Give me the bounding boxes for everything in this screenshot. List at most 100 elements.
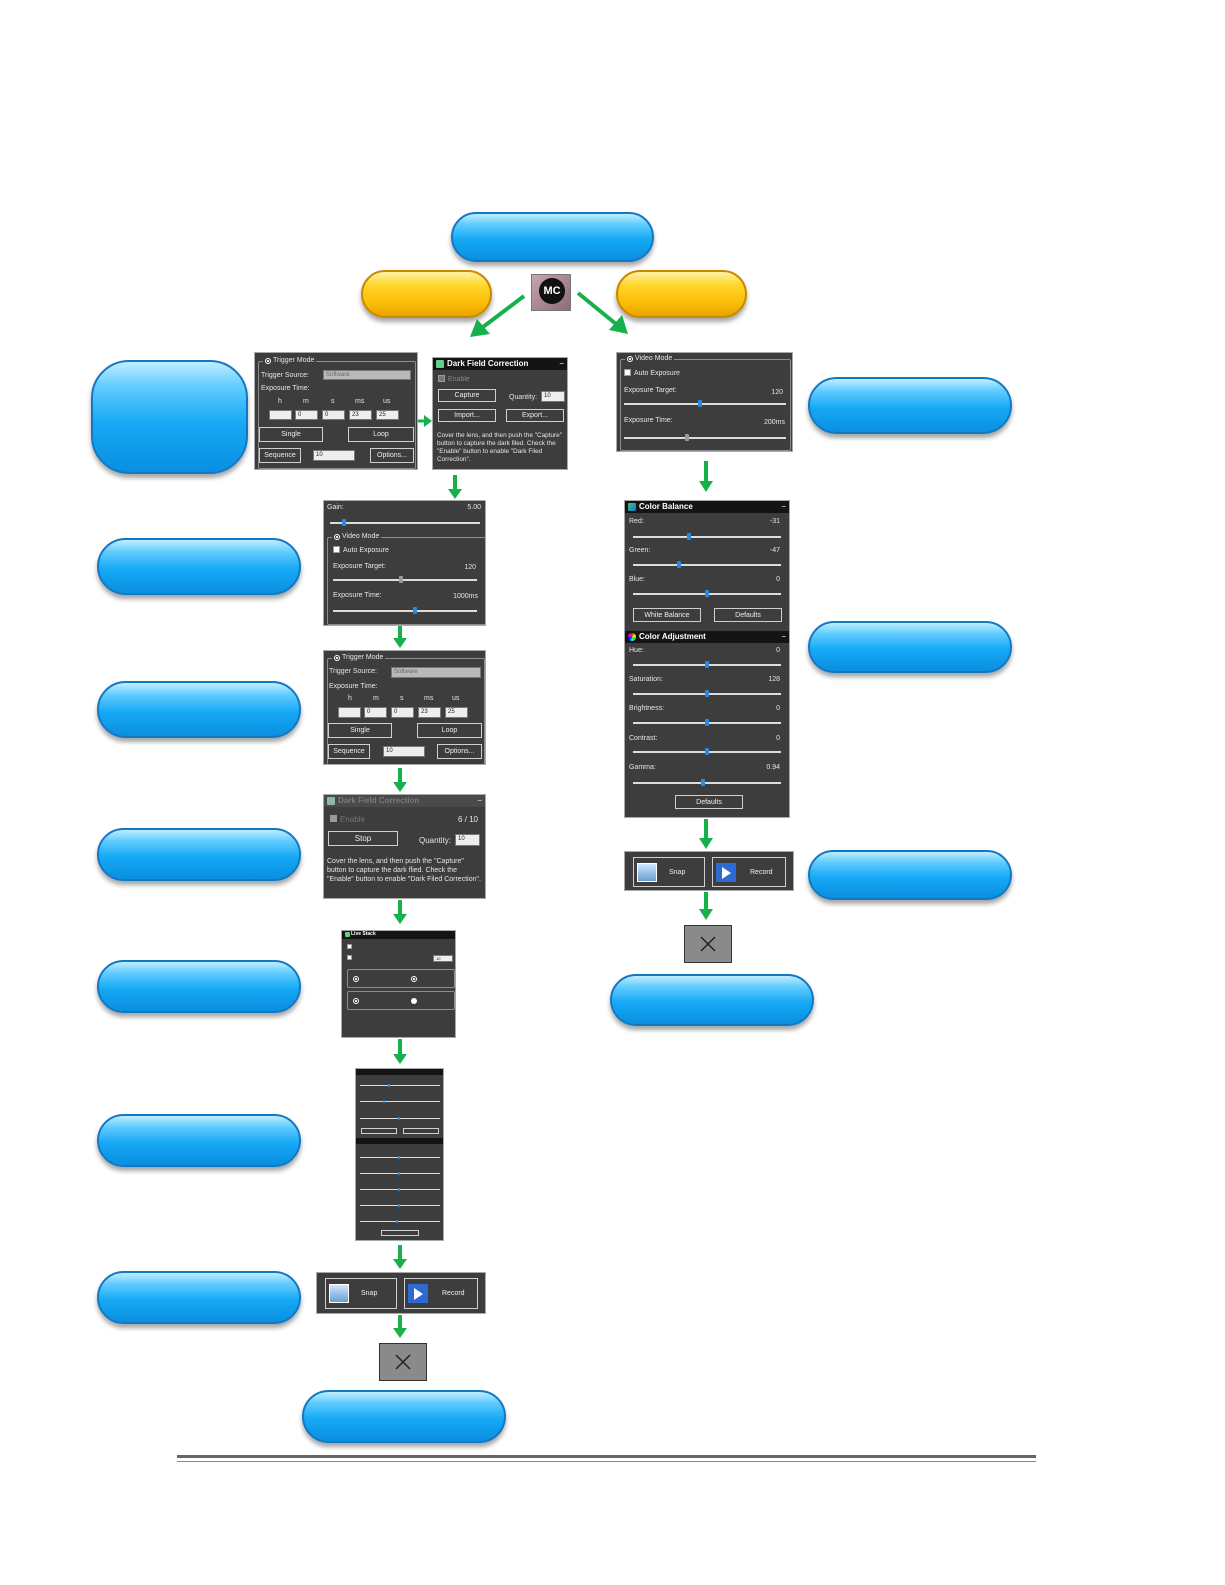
seconds-field-2[interactable]: 0 — [391, 707, 414, 718]
quantity-field[interactable]: 10 — [541, 391, 565, 402]
small-slider-5[interactable] — [360, 1172, 440, 1175]
options-button-2[interactable]: Options... — [437, 744, 482, 759]
brightness-slider[interactable] — [633, 719, 781, 726]
right-video-mode-radio[interactable] — [627, 355, 633, 362]
small-slider-4[interactable] — [360, 1156, 440, 1159]
small-slider-8[interactable] — [360, 1220, 440, 1223]
gain-slider[interactable] — [330, 519, 480, 526]
small-slider-7-thumb[interactable] — [398, 1204, 400, 1207]
hue-slider[interactable] — [633, 661, 781, 668]
saturation-slider-thumb[interactable] — [705, 690, 709, 697]
trigger-mode-radio[interactable] — [265, 357, 271, 364]
live-stack-radio-2[interactable] — [411, 976, 417, 982]
small-slider-1[interactable] — [360, 1084, 440, 1087]
gamma-slider-thumb[interactable] — [700, 779, 705, 786]
ms-field[interactable]: 23 — [349, 410, 372, 420]
single-button-2[interactable]: Single — [328, 723, 392, 738]
import-button[interactable]: Import... — [438, 409, 496, 422]
single-button[interactable]: Single — [259, 427, 323, 442]
small-slider-6[interactable] — [360, 1188, 440, 1191]
live-stack-option-checkbox[interactable] — [347, 955, 352, 960]
app-icon[interactable]: MC — [531, 274, 571, 311]
auto-exposure-checkbox[interactable] — [333, 546, 340, 553]
collapse-icon-2[interactable]: – — [477, 796, 482, 805]
snap-button-right[interactable]: Snap — [633, 857, 705, 887]
live-stack-enable-checkbox[interactable] — [347, 944, 352, 949]
enable-checkbox[interactable] — [438, 375, 445, 382]
minutes-field[interactable]: 0 — [295, 410, 318, 420]
hue-slider-thumb[interactable] — [705, 661, 709, 668]
white-balance-button[interactable]: White Balance — [633, 608, 701, 622]
hours-field-2[interactable] — [338, 707, 361, 718]
defaults-button[interactable]: Defaults — [714, 608, 782, 622]
us-field-2[interactable]: 25 — [445, 707, 468, 718]
small-slider-8-thumb[interactable] — [395, 1220, 398, 1223]
right-exposure-target-thumb[interactable] — [698, 400, 703, 407]
export-button[interactable]: Export... — [506, 409, 564, 422]
green-slider[interactable] — [633, 561, 781, 568]
contrast-slider-thumb[interactable] — [705, 748, 709, 755]
live-stack-radio-1[interactable] — [353, 976, 359, 982]
exposure-target-slider[interactable] — [333, 576, 477, 583]
trigger-source-select-2[interactable]: Software — [391, 667, 481, 678]
sequence-button[interactable]: Sequence — [259, 448, 301, 463]
minutes-field-2[interactable]: 0 — [364, 707, 387, 718]
us-field[interactable]: 25 — [376, 410, 399, 420]
options-button[interactable]: Options... — [370, 448, 414, 463]
small-slider-3-thumb[interactable] — [398, 1117, 400, 1120]
record-button-right[interactable]: Record — [712, 857, 786, 887]
exposure-target-thumb[interactable] — [398, 576, 403, 583]
loop-button[interactable]: Loop — [348, 427, 414, 442]
small-slider-3[interactable] — [360, 1117, 440, 1120]
video-mode-radio[interactable] — [334, 533, 340, 540]
right-exposure-time-slider[interactable] — [624, 434, 786, 441]
trigger-source-select[interactable]: Software — [323, 370, 411, 380]
saturation-slider[interactable] — [633, 690, 781, 697]
exposure-time-thumb[interactable] — [413, 607, 418, 614]
red-slider-thumb[interactable] — [687, 533, 692, 540]
close-button-right[interactable] — [684, 925, 732, 963]
gain-slider-thumb[interactable] — [341, 519, 346, 526]
snap-button-left[interactable]: Snap — [325, 1278, 397, 1309]
blue-slider[interactable] — [633, 590, 781, 597]
collapse-icon-3[interactable]: – — [781, 502, 786, 511]
collapse-icon[interactable]: – — [559, 359, 564, 368]
small-white-balance-button[interactable] — [361, 1128, 397, 1134]
small-slider-2[interactable] — [360, 1100, 440, 1103]
blue-slider-thumb[interactable] — [705, 590, 709, 597]
capture-button[interactable]: Capture — [438, 389, 496, 402]
right-exposure-time-thumb[interactable] — [685, 434, 690, 441]
live-stack-radio-3[interactable] — [353, 998, 359, 1004]
collapse-icon-4[interactable]: – — [781, 632, 786, 641]
small-slider-2-thumb[interactable] — [382, 1100, 385, 1103]
small-slider-6-thumb[interactable] — [398, 1188, 400, 1191]
stop-button[interactable]: Stop — [328, 831, 398, 846]
quantity-field-2[interactable]: 10 — [455, 834, 480, 846]
small-defaults-button-2[interactable] — [381, 1230, 419, 1236]
live-stack-radio-4[interactable] — [411, 998, 417, 1004]
exposure-time-slider[interactable] — [333, 607, 477, 614]
small-slider-7[interactable] — [360, 1204, 440, 1207]
live-stack-number-field[interactable]: 10 — [433, 955, 453, 962]
green-slider-thumb[interactable] — [676, 561, 681, 568]
seconds-field[interactable]: 0 — [322, 410, 345, 420]
gamma-slider[interactable] — [633, 779, 781, 786]
brightness-slider-thumb[interactable] — [705, 719, 709, 726]
right-exposure-target-slider[interactable] — [624, 400, 786, 407]
record-button-left[interactable]: Record — [404, 1278, 478, 1309]
red-slider[interactable] — [633, 533, 781, 540]
enable-checkbox-2[interactable] — [330, 815, 337, 822]
trigger-mode-radio-2[interactable] — [334, 654, 340, 661]
small-slider-1-thumb[interactable] — [388, 1084, 391, 1087]
defaults-button-2[interactable]: Defaults — [675, 795, 743, 809]
small-slider-5-thumb[interactable] — [398, 1172, 400, 1175]
contrast-slider[interactable] — [633, 748, 781, 755]
small-slider-4-thumb[interactable] — [398, 1156, 400, 1159]
sequence-count-field[interactable]: 10 — [313, 450, 355, 461]
sequence-count-field-2[interactable]: 10 — [383, 746, 425, 757]
hours-field[interactable] — [269, 410, 292, 420]
close-button-left[interactable] — [379, 1343, 427, 1381]
ms-field-2[interactable]: 23 — [418, 707, 441, 718]
small-defaults-button[interactable] — [403, 1128, 439, 1134]
loop-button-2[interactable]: Loop — [417, 723, 482, 738]
